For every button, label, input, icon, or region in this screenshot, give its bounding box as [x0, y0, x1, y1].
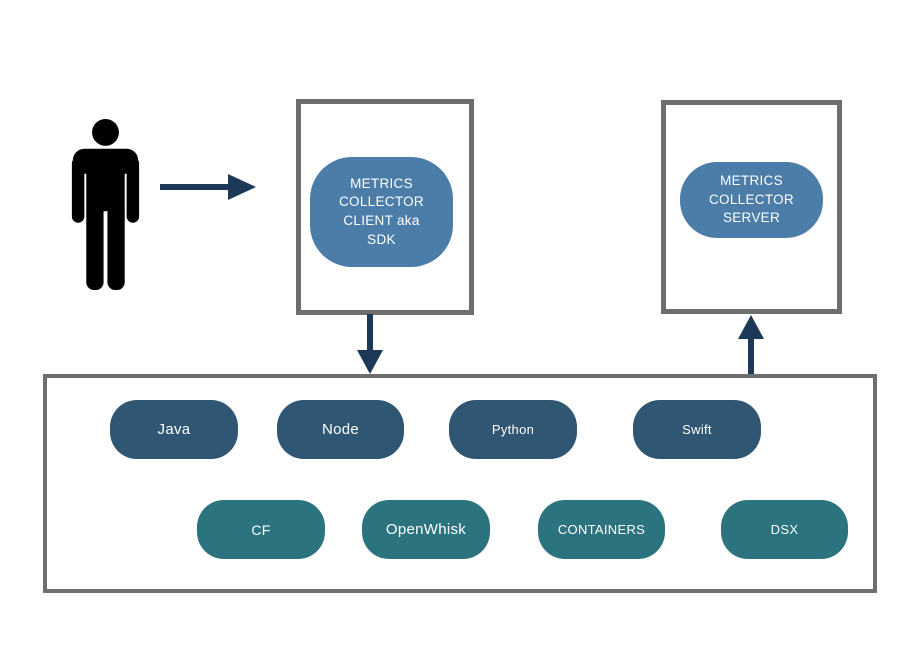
- pill-openwhisk: OpenWhisk: [362, 500, 490, 559]
- pill-dsx-label: DSX: [770, 522, 799, 537]
- pill-openwhisk-label: OpenWhisk: [385, 521, 467, 538]
- pill-swift: Swift: [633, 400, 761, 459]
- pill-cf: CF: [197, 500, 325, 559]
- pill-java-label: Java: [157, 421, 191, 438]
- arrow-right-icon: [158, 170, 258, 204]
- pill-python-label: Python: [491, 422, 535, 437]
- arrow-down-icon: [355, 314, 385, 375]
- pill-node: Node: [277, 400, 404, 459]
- pill-cf-label: CF: [251, 521, 271, 538]
- pill-dsx: DSX: [721, 500, 848, 559]
- person-icon: [69, 117, 142, 290]
- pill-java: Java: [110, 400, 238, 459]
- metrics-collector-client-node: METRICS COLLECTOR CLIENT aka SDK: [310, 157, 453, 267]
- arrow-up-icon: [736, 315, 766, 375]
- client-node-label: METRICS COLLECTOR CLIENT aka SDK: [339, 175, 424, 247]
- person-icon-svg: [71, 118, 140, 290]
- pill-node-label: Node: [321, 421, 360, 438]
- pill-python: Python: [449, 400, 577, 459]
- metrics-collector-server-node: METRICS COLLECTOR SERVER: [680, 162, 823, 238]
- pill-swift-label: Swift: [682, 422, 712, 437]
- pill-containers-label: CONTAINERS: [557, 522, 646, 537]
- server-node-label: METRICS COLLECTOR SERVER: [709, 173, 794, 226]
- pill-containers: CONTAINERS: [538, 500, 665, 559]
